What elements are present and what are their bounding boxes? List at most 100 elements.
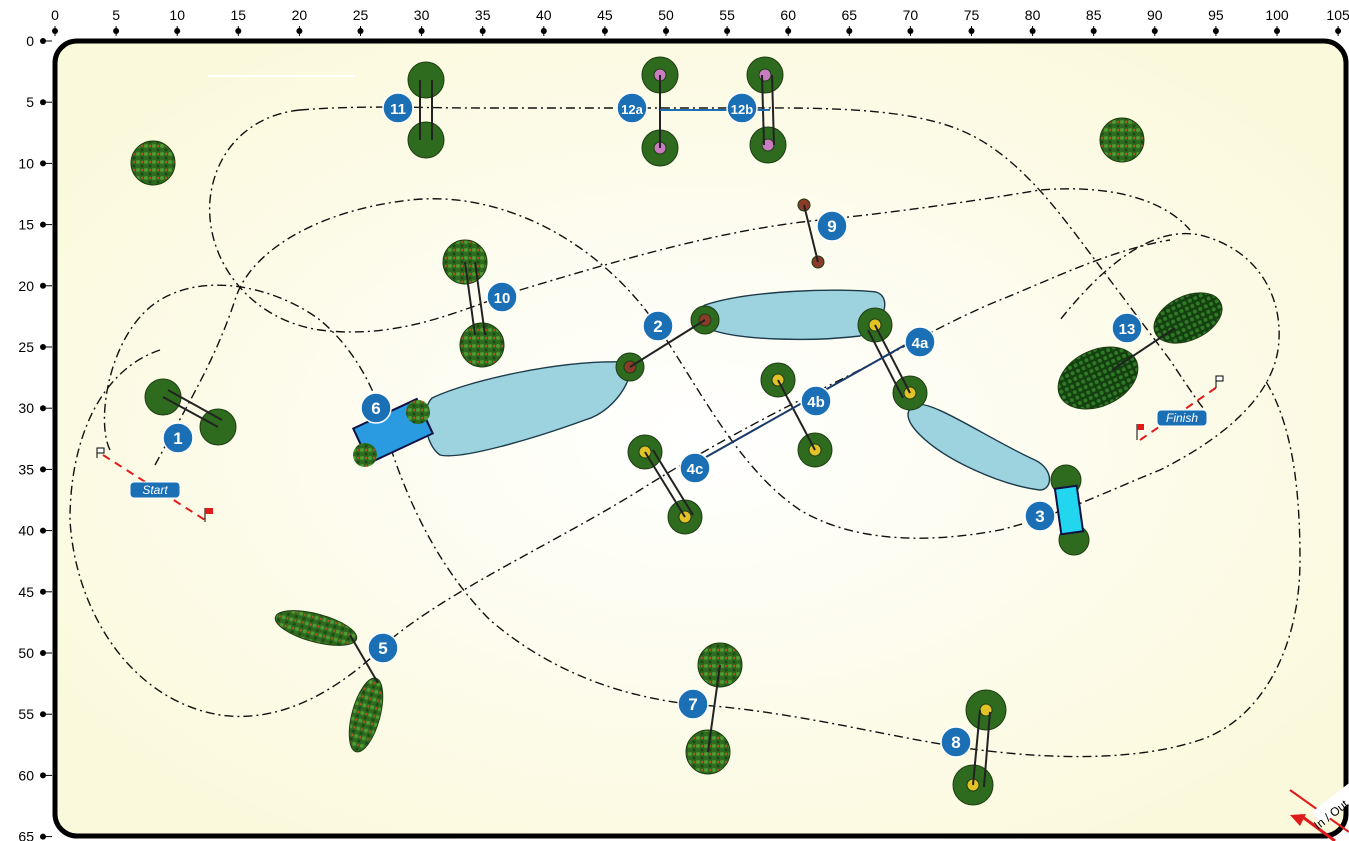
obstacle-marker-circle: [642, 310, 674, 342]
x-tick-label: 35: [475, 7, 491, 23]
x-tick: 40: [536, 7, 552, 36]
y-tick: 15: [18, 217, 52, 233]
obstacle-marker-7: 7: [677, 688, 709, 720]
obstacle-marker-circle: [382, 92, 414, 124]
x-tick: 60: [780, 7, 796, 36]
obstacle-marker-circle: [800, 385, 832, 417]
obstacle-marker-9: 9: [816, 210, 848, 242]
y-tick-label: 65: [18, 829, 34, 841]
start-label: Start: [142, 483, 168, 497]
obstacle-markers: 1 2 3 4a 4b 4c 5 6 7 8 9 10 11 12a 12b 13: [162, 92, 1143, 758]
obstacle-marker-circle: [726, 92, 758, 124]
obstacle-number: 12a: [621, 102, 643, 117]
obstacle-marker-13: 13: [1111, 312, 1143, 344]
x-tick-label: 5: [112, 7, 120, 23]
y-tick-label: 35: [18, 461, 34, 477]
obstacle-number: 9: [827, 217, 836, 236]
obstacle-marker-8: 8: [940, 726, 972, 758]
x-tick: 70: [903, 7, 918, 36]
obstacle-marker-circle: [904, 326, 936, 358]
x-tick: 20: [292, 7, 307, 36]
obstacle-marker-1: 1: [162, 422, 194, 454]
y-tick: 0: [26, 33, 52, 49]
finish-label-box: [1156, 409, 1208, 427]
x-tick-label: 25: [353, 7, 369, 23]
fence-rails: [162, 74, 1176, 788]
y-tick: 30: [18, 400, 52, 416]
x-tick: 85: [1086, 7, 1102, 36]
x-tick-label: 75: [964, 7, 980, 23]
finish-label: Finish: [1166, 411, 1198, 425]
water-jump-3: [1053, 484, 1085, 536]
start-line: Start: [96, 447, 213, 522]
x-tick-label: 50: [658, 7, 674, 23]
obstacle-number: 8: [951, 733, 960, 752]
y-tick: 40: [18, 523, 52, 539]
obstacle-number: 5: [378, 639, 387, 658]
y-tick-label: 50: [18, 645, 34, 661]
obstacle-marker-circle: [616, 92, 648, 124]
obstacle-number: 13: [1119, 321, 1136, 338]
y-tick-label: 25: [18, 339, 34, 355]
obstacle-marker-6: 6: [360, 392, 392, 424]
x-tick-label: 60: [780, 7, 796, 23]
x-tick-label: 90: [1147, 7, 1163, 23]
obstacle-marker-11: 11: [382, 92, 414, 124]
x-tick-label: 65: [842, 7, 858, 23]
y-tick-label: 30: [18, 400, 34, 416]
obstacle-number: 7: [688, 695, 697, 714]
obstacle-number: 2: [653, 317, 662, 336]
obstacle-marker-12b: 12b: [726, 92, 758, 124]
y-tick-label: 0: [26, 33, 34, 49]
y-tick: 65: [18, 829, 52, 841]
obstacle-marker-4b: 4b: [800, 385, 832, 417]
obstacle-number: 3: [1035, 507, 1044, 526]
x-tick-label: 80: [1025, 7, 1041, 23]
obstacle-number: 1: [173, 429, 182, 448]
obstacle-number: 10: [494, 290, 511, 307]
obstacle-marker-circle: [1111, 312, 1143, 344]
obstacle-marker-circle: [367, 632, 399, 664]
y-tick-label: 20: [18, 278, 34, 294]
x-tick: 80: [1025, 7, 1041, 36]
x-tick: 105: [1326, 7, 1349, 36]
y-tick: 60: [18, 767, 52, 783]
x-tick-label: 100: [1265, 7, 1289, 23]
y-tick: 50: [18, 645, 52, 661]
x-tick-label: 40: [536, 7, 552, 23]
x-tick-label: 30: [414, 7, 430, 23]
obstacle-marker-4c: 4c: [679, 452, 711, 484]
obstacle-number: 4a: [912, 335, 929, 352]
y-tick: 55: [18, 706, 52, 722]
obstacle-number: 4c: [687, 461, 704, 478]
x-tick: 95: [1208, 7, 1224, 36]
obstacle-marker-circle: [1024, 500, 1056, 532]
x-tick: 25: [353, 7, 369, 36]
x-tick-label: 0: [51, 7, 59, 23]
x-tick: 75: [964, 7, 980, 36]
y-tick-label: 60: [18, 767, 34, 783]
obstacle-marker-circle: [679, 452, 711, 484]
y-tick-label: 15: [18, 217, 34, 233]
obstacle-marker-4a: 4a: [904, 326, 936, 358]
obstacle-marker-circle: [486, 281, 518, 313]
start-label-box: [129, 481, 181, 499]
x-tick-label: 85: [1086, 7, 1102, 23]
x-tick-label: 45: [597, 7, 613, 23]
x-tick: 15: [231, 7, 246, 36]
y-tick: 20: [18, 278, 52, 294]
obstacle-number: 12b: [731, 102, 753, 117]
x-tick: 0: [51, 7, 59, 36]
y-tick-label: 40: [18, 523, 34, 539]
x-tick-label: 95: [1208, 7, 1224, 23]
y-tick: 10: [18, 155, 52, 171]
x-tick: 100: [1265, 7, 1289, 36]
obstacle-marker-10: 10: [486, 281, 518, 313]
obstacle-number: 11: [390, 101, 406, 118]
course-route: [69, 106, 1301, 758]
x-tick: 35: [475, 7, 491, 36]
y-tick: 25: [18, 339, 52, 355]
obstacle-marker-circle: [360, 392, 392, 424]
y-tick: 5: [26, 94, 52, 110]
